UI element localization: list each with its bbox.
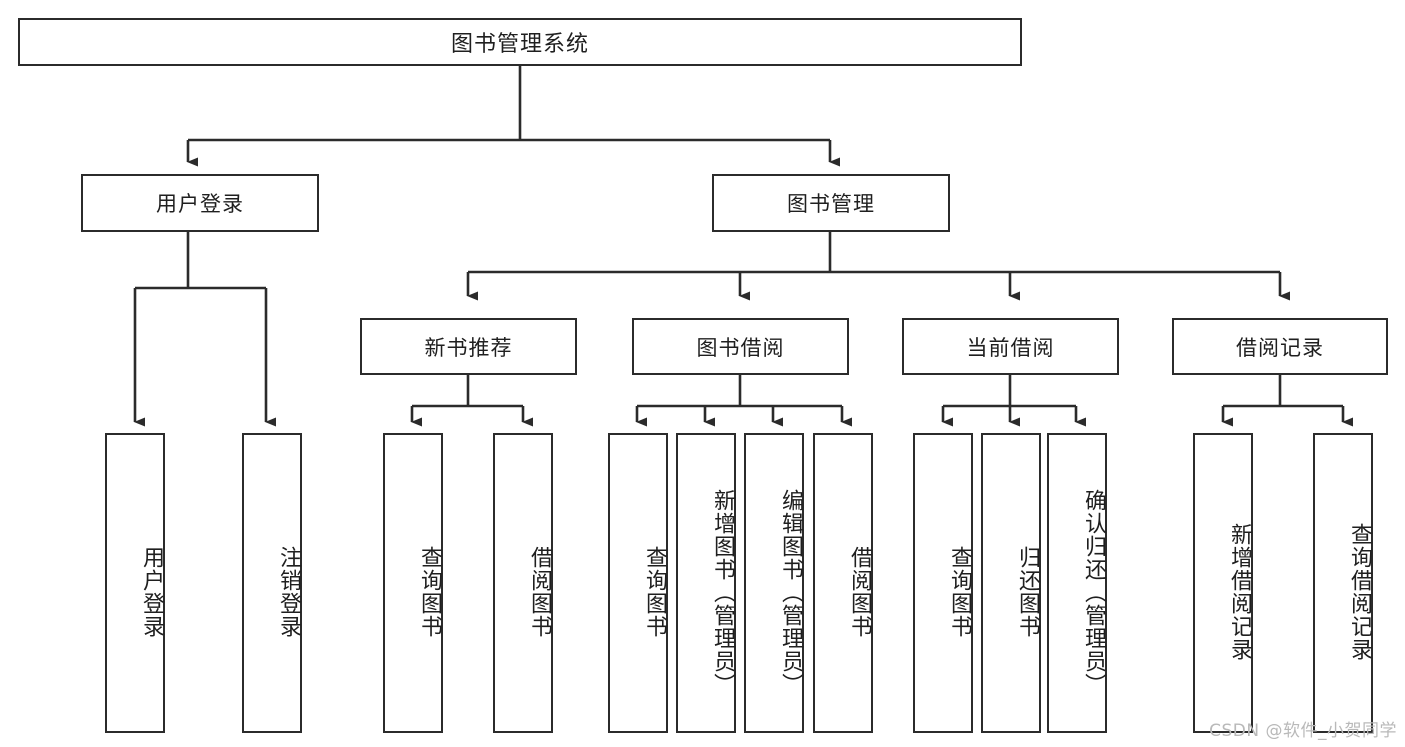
leaf-add-borrow-record[interactable]: 新增借阅记录 [1193, 433, 1253, 733]
node-label: 查询图书 [947, 546, 972, 638]
leaf-logout[interactable]: 注销登录 [242, 433, 302, 733]
leaf-edit-book-admin[interactable]: 编辑图书（管理员） [744, 433, 804, 733]
node-label: 借阅记录 [1236, 335, 1324, 360]
node-label: 图书管理 [787, 192, 875, 216]
leaf-borrow-book[interactable]: 借阅图书 [813, 433, 873, 733]
leaf-query-borrow-record[interactable]: 查询借阅记录 [1313, 433, 1373, 733]
node-book-borrow[interactable]: 图书借阅 [632, 318, 849, 375]
node-label: 图书借阅 [696, 335, 785, 360]
node-user-login[interactable]: 用户登录 [81, 174, 319, 232]
node-label: 编辑图书（管理员） [778, 488, 803, 696]
leaf-borrow-book-recommend[interactable]: 借阅图书 [493, 433, 553, 733]
node-new-book-recommend[interactable]: 新书推荐 [360, 318, 577, 375]
node-label: 新书推荐 [424, 335, 513, 360]
leaf-add-book-admin[interactable]: 新增图书（管理员） [676, 433, 736, 733]
leaf-confirm-return-admin[interactable]: 确认归还（管理员） [1047, 433, 1107, 733]
node-borrow-record[interactable]: 借阅记录 [1172, 318, 1388, 375]
node-label: 当前借阅 [966, 335, 1055, 360]
node-label: 新增图书（管理员） [710, 488, 735, 696]
node-label: 借阅图书 [527, 546, 552, 638]
node-label: 图书管理系统 [450, 32, 589, 57]
node-label: 用户登录 [156, 192, 244, 216]
node-root-system[interactable]: 图书管理系统 [18, 18, 1022, 66]
leaf-return-book[interactable]: 归还图书 [981, 433, 1041, 733]
node-label: 查询借阅记录 [1347, 523, 1372, 661]
node-current-borrow[interactable]: 当前借阅 [902, 318, 1119, 375]
leaf-query-book-current[interactable]: 查询图书 [913, 433, 973, 733]
node-label: 注销登录 [276, 546, 301, 638]
node-label: 借阅图书 [847, 546, 872, 638]
node-label: 查询图书 [642, 546, 667, 638]
leaf-query-book-recommend[interactable]: 查询图书 [383, 433, 443, 733]
node-label: 新增借阅记录 [1227, 523, 1252, 661]
node-label: 用户登录 [139, 546, 164, 638]
leaf-user-login[interactable]: 用户登录 [105, 433, 165, 733]
node-label: 查询图书 [417, 546, 442, 638]
node-label: 归还图书 [1015, 546, 1040, 638]
csdn-watermark: CSDN @软件_小贺同学 [1209, 721, 1397, 741]
node-book-management[interactable]: 图书管理 [712, 174, 950, 232]
leaf-query-book-borrow[interactable]: 查询图书 [608, 433, 668, 733]
node-label: 确认归还（管理员） [1081, 488, 1106, 696]
